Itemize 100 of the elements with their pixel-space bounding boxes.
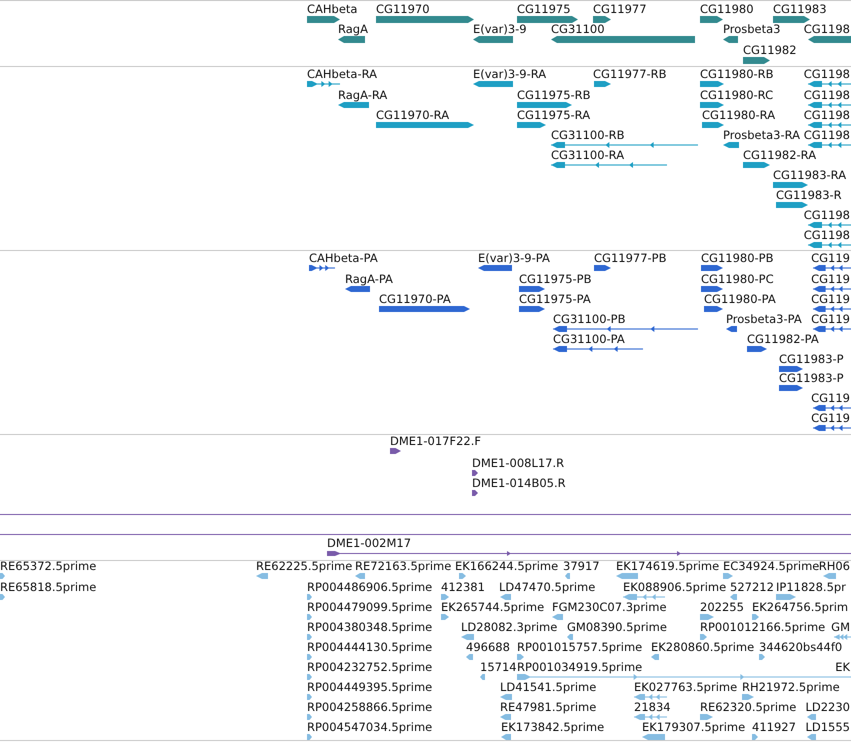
feature-label: CG1198 <box>804 229 850 242</box>
feature-label: RH21972.5prime <box>742 681 840 694</box>
feature-label: RP004449395.5prime <box>307 681 432 694</box>
feature-label: CG1198 <box>804 109 850 122</box>
feature-label: CG11983 <box>773 3 827 16</box>
feature-label: CG11983-RA <box>773 169 846 182</box>
feature-label: GM <box>831 621 850 634</box>
feature-label: CG1198 <box>804 68 850 81</box>
feature-label: CG1198 <box>804 209 850 222</box>
feature-label: 412381 <box>441 581 485 594</box>
feature-label: CAHbeta <box>307 3 358 16</box>
feature-label: CG11975-RA <box>517 109 590 122</box>
feature-label: CG31100-PA <box>553 333 625 346</box>
feature-label: RE47981.5prime <box>500 701 596 714</box>
feature-label: CG119 <box>811 252 850 265</box>
feature-label: EK027763.5prime <box>634 681 738 694</box>
feature-label: RP001034919.5prime <box>517 661 642 674</box>
feature-label: CAHbeta-RA <box>307 68 378 81</box>
feature-label: Prosbeta3-PA <box>726 313 802 326</box>
feature-label: CG11982 <box>743 44 797 57</box>
feature-label: 496688 <box>466 641 510 654</box>
feature-label: 527212 <box>730 581 774 594</box>
feature-label: RE72163.5prime <box>355 560 452 573</box>
feature-label: RagA <box>338 23 368 36</box>
feature-label: CG11980-RC <box>700 89 774 102</box>
feature-label: CG11970 <box>376 3 430 16</box>
feature-label: DME1-008L17.R <box>472 457 564 470</box>
feature-label: CG11982-RA <box>743 149 816 162</box>
feature-label: EK174619.5prime <box>616 560 720 573</box>
feature-label: EK166244.5prime <box>455 560 558 573</box>
feature-label: LD28082.3prime <box>461 621 558 634</box>
feature-label: RagA-RA <box>338 89 388 102</box>
feature-label: EK <box>835 661 850 674</box>
feature-label: LD2230 <box>805 701 850 714</box>
feature-label: CAHbeta-PA <box>309 252 378 265</box>
feature-label: CG11975 <box>517 3 571 16</box>
feature-label: RP001015757.5prime <box>517 641 642 654</box>
feature-label: CG11975-PA <box>519 293 591 306</box>
feature-label: EC34924.5prime <box>723 560 820 573</box>
feature-label: 202255 <box>700 601 744 614</box>
feature-label: GM08390.5prime <box>567 621 667 634</box>
feature-label: RP004258866.5prime <box>307 701 432 714</box>
feature-label: CG1198 <box>804 23 850 36</box>
feature-label: RH06 <box>818 560 850 573</box>
feature-label: CG11980-PB <box>701 252 774 265</box>
feature-label: CG119 <box>811 273 850 286</box>
feature-label: EK088906.5prime <box>623 581 726 594</box>
feature-label: CG11983-P <box>779 353 844 366</box>
feature-label: 15714 <box>480 661 517 674</box>
feature-label: Prosbeta3 <box>723 23 780 36</box>
feature-label: 344620bs44f0 <box>759 641 842 654</box>
feature-label: RE62225.5prime <box>256 560 352 573</box>
feature-label: CG11980-RA <box>702 109 776 122</box>
feature-label: RP004444130.5prime <box>307 641 432 654</box>
feature-label: E(var)3-9-PA <box>478 252 550 265</box>
feature-label: CG11983-P <box>779 372 844 385</box>
feature-label: LD47470.5prime <box>499 581 596 594</box>
feature-label: CG119 <box>811 392 850 405</box>
feature-label: CG31100-RA <box>551 149 624 162</box>
feature-label: CG11983-R <box>776 189 842 202</box>
feature-label: DME1-014B05.R <box>472 477 566 490</box>
feature-label: DME1-017F22.F <box>390 435 481 448</box>
feature-label: RP004380348.5prime <box>307 621 432 634</box>
feature-label: CG11977 <box>593 3 647 16</box>
feature-label: FGM230C07.3prime <box>552 601 667 614</box>
feature-label: Prosbeta3-RA <box>723 129 800 142</box>
feature-label: CG11980 <box>700 3 754 16</box>
feature-label: 411927 <box>752 721 796 734</box>
feature-label: CG119 <box>811 412 850 425</box>
feature-label: DME1-002M17 <box>327 537 412 550</box>
feature-label: CG31100-PB <box>553 313 626 326</box>
feature-label: EK179307.5prime <box>642 721 746 734</box>
feature-label: CG119 <box>811 313 850 326</box>
feature-label: CG11977-PB <box>594 252 666 265</box>
feature-label: RE65818.5prime <box>0 581 96 594</box>
feature-label: CG11980-PA <box>704 293 776 306</box>
feature-label: CG1198 <box>804 129 850 142</box>
feature-label: E(var)3-9 <box>473 23 527 36</box>
feature-label: EK173842.5prime <box>501 721 604 734</box>
feature-label: RE62320.5prime <box>700 701 796 714</box>
feature-label: EK265744.5prime <box>441 601 544 614</box>
feature-label: CG11977-RB <box>593 68 667 81</box>
feature-label: LD1555 <box>805 721 850 734</box>
feature-label: RP004486906.5prime <box>307 581 432 594</box>
feature-label: RagA-PA <box>345 273 393 286</box>
feature-label: RP001012166.5prime <box>700 621 826 634</box>
feature-label: CG11975-RB <box>517 89 591 102</box>
feature-label: CG119 <box>811 293 850 306</box>
feature-label: RP004547034.5prime <box>307 721 432 734</box>
feature-label: CG11980-PC <box>701 273 774 286</box>
feature-label: CG11982-PA <box>747 333 819 346</box>
feature-label: RP004479099.5prime <box>307 601 432 614</box>
feature-label: RE65372.5prime <box>0 560 96 573</box>
feature-label: CG1198 <box>804 89 850 102</box>
feature-label: CG31100 <box>551 23 605 36</box>
feature-label: 21834 <box>634 701 671 714</box>
feature-label: EK280860.5prime <box>651 641 754 654</box>
feature-label: EK264756.5prim <box>752 601 848 614</box>
feature-label: CG11975-PB <box>519 273 592 286</box>
feature-label: CG11970-RA <box>376 109 450 122</box>
